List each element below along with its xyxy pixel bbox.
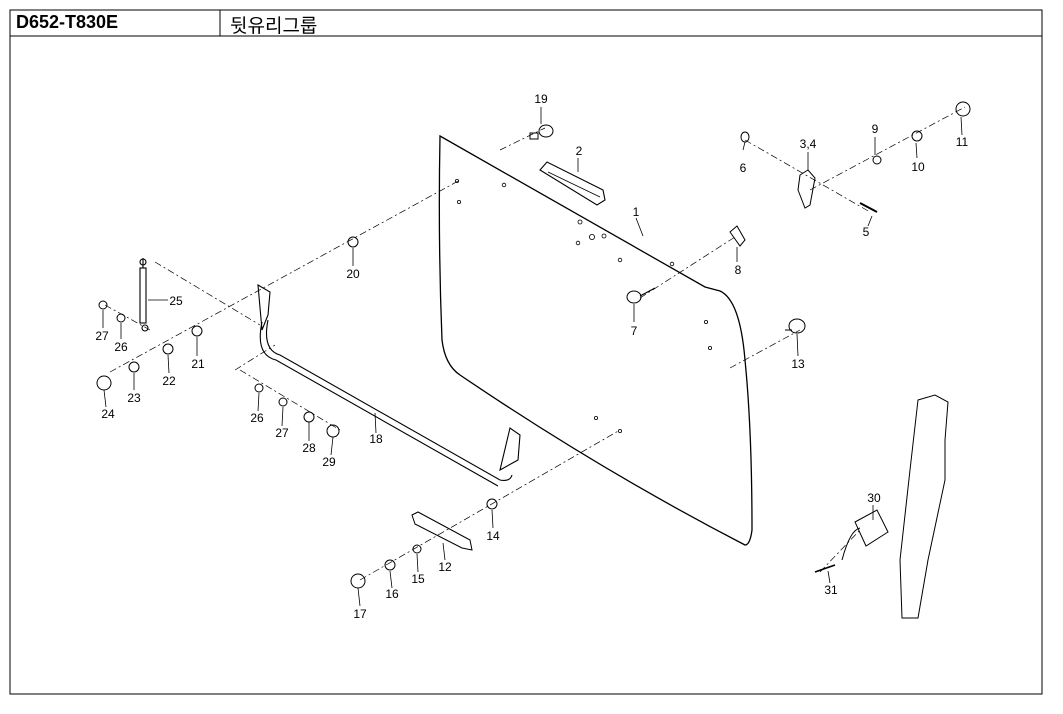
callout-2: 2 [576, 144, 583, 158]
leader-lines [102, 107, 963, 607]
callout-21: 21 [191, 357, 205, 371]
ring-part-6 [740, 131, 750, 143]
bracket-part-12 [411, 511, 473, 551]
callout-22: 22 [162, 374, 176, 388]
callout-7: 7 [631, 324, 638, 338]
callout-15: 15 [411, 572, 425, 586]
knob-part-19 [529, 124, 554, 140]
callout-28: 28 [302, 441, 316, 455]
washer-part-20 [347, 236, 359, 248]
bar-part-18 [257, 283, 521, 487]
glass-holes [454, 178, 713, 433]
callout-12: 12 [438, 560, 452, 574]
callout-5: 5 [863, 225, 870, 239]
knob-part-7 [626, 287, 656, 304]
latch-part-30 [841, 509, 889, 561]
callout-1: 1 [633, 205, 640, 219]
callout-18: 18 [369, 432, 383, 446]
outer-border [9, 9, 1043, 695]
callout-13: 13 [791, 357, 805, 371]
callout-3-4: 3,4 [800, 137, 817, 151]
callout-8: 8 [735, 263, 742, 277]
callout-25: 25 [169, 294, 183, 308]
group-title: 뒷유리그룹 [230, 15, 318, 37]
callout-14: 14 [486, 529, 500, 543]
pin-part-5 [859, 202, 878, 213]
screw-part-31 [814, 564, 836, 573]
plate-part-8 [729, 225, 746, 247]
callout-30: 30 [867, 491, 881, 505]
nut-part-10 [911, 130, 923, 142]
callout-31: 31 [824, 583, 838, 597]
model-code: D652-T830E [16, 12, 119, 32]
callout-16: 16 [385, 587, 399, 601]
callout-9: 9 [872, 122, 879, 136]
callout-labels: 1 2 3,4 5 6 7 8 9 10 11 12 13 14 15 16 1… [95, 92, 968, 621]
callout-27-top: 27 [95, 329, 109, 343]
left-fasteners [96, 300, 498, 589]
rear-glass-panel [438, 134, 753, 546]
knob-part-13 [785, 318, 806, 334]
cap-nut-part-11 [955, 101, 971, 117]
callout-26-top: 26 [114, 340, 128, 354]
callout-11: 11 [956, 135, 969, 149]
gas-strut-part-25 [139, 258, 149, 332]
callout-10: 10 [911, 160, 925, 174]
callout-27-bottom: 27 [275, 426, 289, 440]
pillar-post [899, 394, 949, 619]
callout-26-bottom: 26 [250, 411, 264, 425]
callout-19: 19 [534, 92, 548, 106]
callout-24: 24 [101, 407, 115, 421]
handle-part [539, 161, 606, 206]
callout-29: 29 [322, 455, 336, 469]
assembly-lines [104, 106, 966, 581]
washer-part-9 [872, 155, 882, 165]
callout-17: 17 [353, 607, 367, 621]
callout-6: 6 [740, 161, 747, 175]
callout-23: 23 [127, 391, 141, 405]
callout-20: 20 [346, 267, 360, 281]
